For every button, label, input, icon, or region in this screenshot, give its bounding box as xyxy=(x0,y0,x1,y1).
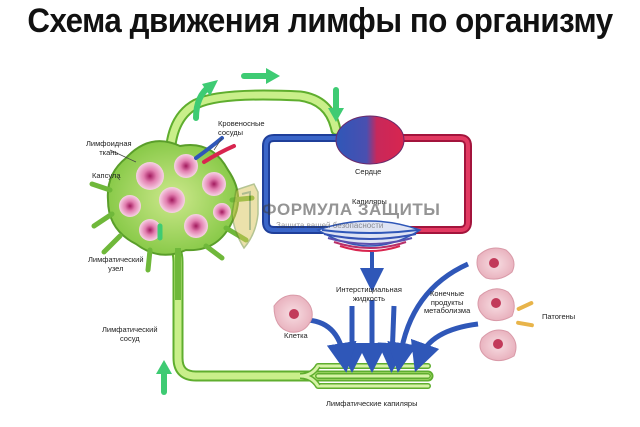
lymph-follicle xyxy=(159,187,185,213)
interstitial-flow-arrows xyxy=(303,252,479,373)
lymph-follicle xyxy=(213,203,231,221)
label-leaders xyxy=(109,137,223,181)
lymph-follicle xyxy=(119,195,141,217)
label-capillaries: Капиляры xyxy=(352,197,387,206)
lymph-follicle xyxy=(139,219,161,241)
lymph-node xyxy=(89,140,255,300)
watermark-tagline: Защита вашей безопасности xyxy=(276,221,384,230)
blood-circulation xyxy=(262,134,472,234)
lymph-follicle xyxy=(136,162,164,190)
capillary-bed xyxy=(316,220,422,252)
tissue-cells xyxy=(273,247,517,362)
lymph-follicles xyxy=(119,154,231,241)
lymph-capillaries xyxy=(299,363,431,389)
watermark-name: ФОРМУЛА ЗАЩИТЫ xyxy=(262,200,441,219)
watermark-shield-icon xyxy=(231,183,259,250)
lymph-follicle xyxy=(174,154,198,178)
label-pathogens: Патогены xyxy=(542,312,576,321)
lymph-follicle xyxy=(184,214,208,238)
label-heart: Сердце xyxy=(355,167,382,176)
label-capsule: Капсула xyxy=(92,171,121,180)
heart xyxy=(335,115,405,165)
label-cell: Клетка xyxy=(284,331,308,340)
cell-nucleus xyxy=(289,309,299,319)
page-title: Схема движения лимфы по организму xyxy=(27,2,613,40)
label-lymph-capillaries: Лимфатические капиляры xyxy=(326,399,418,408)
lymph-flow-arrows xyxy=(156,68,344,395)
cell-nucleus xyxy=(491,298,501,308)
cell-nucleus xyxy=(493,339,503,349)
lymph-follicle xyxy=(202,172,226,196)
node-blood-vessels xyxy=(194,136,236,164)
cell-nucleus xyxy=(489,258,499,268)
pathogens xyxy=(516,301,534,328)
